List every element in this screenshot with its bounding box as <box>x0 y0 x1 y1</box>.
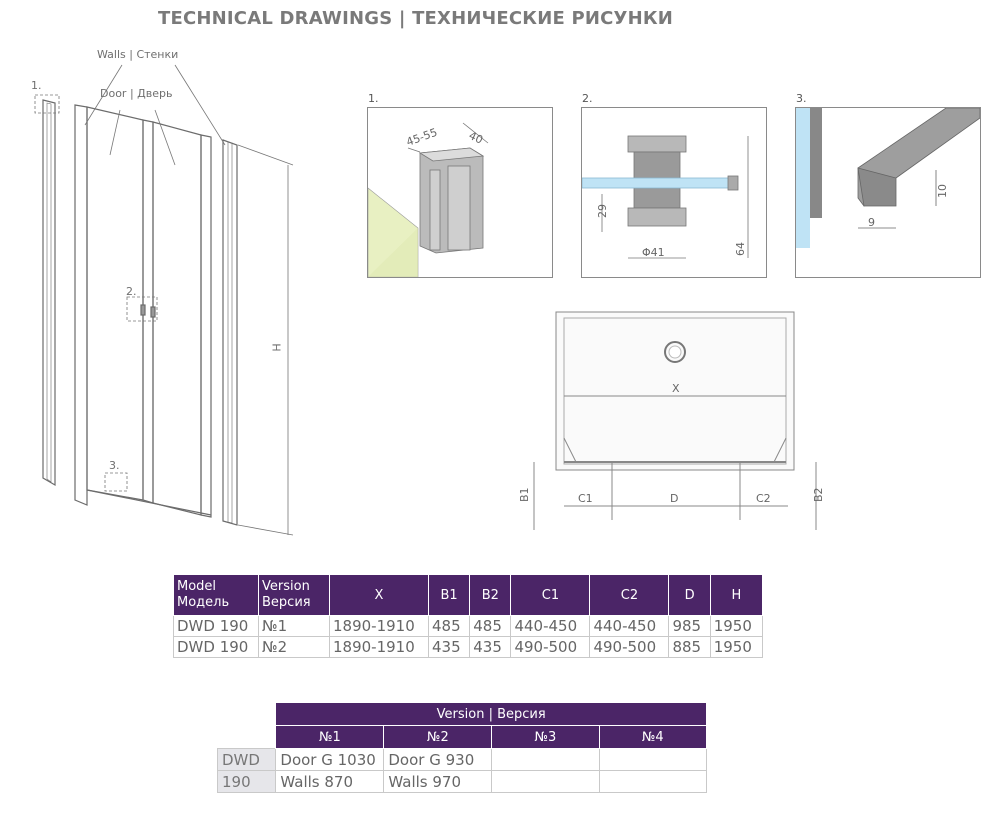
detail-3-number: 3. <box>796 92 807 105</box>
detail-2-number: 2. <box>582 92 593 105</box>
version-table-title: Version | Версия <box>275 702 707 726</box>
callout-2-label: 2. <box>126 285 137 298</box>
spec-table-header: Model Модель Version Версия X B1 B2 C1 C… <box>173 574 764 616</box>
version-cell <box>598 748 708 771</box>
callout-3-label: 3. <box>109 459 120 472</box>
plan-c1-label: C1 <box>578 492 593 505</box>
detail-1-svg: 45-55 40 <box>368 122 489 277</box>
header-model-en: Model <box>177 579 217 594</box>
cell-h: 1950 <box>709 615 764 637</box>
header-x: X <box>329 574 429 616</box>
cell-version: №1 <box>258 615 330 637</box>
plan-view-drawing: X B1 B2 C1 D C2 <box>518 310 830 535</box>
header-b2: B2 <box>469 574 512 616</box>
version-model-line2: 190 <box>216 770 277 793</box>
header-c2: C2 <box>589 574 670 616</box>
cell-c1: 440-450 <box>510 615 591 637</box>
version-cell <box>598 770 708 793</box>
cell-b1: 485 <box>427 615 471 637</box>
cell-h: 1950 <box>709 636 764 658</box>
page-title: TECHNICAL DRAWINGS | ТЕХНИЧЕСКИЕ РИСУНКИ <box>158 8 674 29</box>
version-cell: Door G 1030 <box>275 748 385 771</box>
version-cell: Door G 930 <box>383 748 493 771</box>
door-label: Door | Дверь <box>100 87 173 100</box>
header-c1: C1 <box>510 574 591 616</box>
detail-1-dim-a: 45-55 <box>405 126 439 149</box>
plan-view-svg: X B1 B2 C1 D C2 <box>518 311 825 530</box>
header-model: Model Модель <box>173 574 259 616</box>
spec-table: Model Модель Version Версия X B1 B2 C1 C… <box>173 574 764 658</box>
detail-2-dim-height: 29 <box>596 204 609 218</box>
cell-d: 985 <box>668 615 711 637</box>
header-d: D <box>668 574 711 616</box>
plan-b2-label: B2 <box>812 487 825 502</box>
walls-label: Walls | Стенки <box>97 48 179 61</box>
cell-x: 1890-1910 <box>329 636 429 658</box>
plan-x-label: X <box>672 382 680 395</box>
version-col-2: №2 <box>383 725 493 749</box>
cell-b2: 485 <box>469 615 512 637</box>
cell-c2: 490-500 <box>589 636 670 658</box>
cell-version: №2 <box>258 636 330 658</box>
table-row: DWD 190 №1 1890-1910 485 485 440-450 440… <box>173 615 764 637</box>
detail-2-dim-diameter: Φ41 <box>642 246 665 259</box>
cell-b1: 435 <box>427 636 471 658</box>
detail-3-dim-width: 9 <box>868 216 875 229</box>
detail-2-svg: 29 Φ41 64 <box>582 135 749 259</box>
version-cell: Walls 870 <box>275 770 385 793</box>
header-version: Version Версия <box>258 574 330 616</box>
cell-c2: 440-450 <box>589 615 670 637</box>
version-col-1: №1 <box>275 725 385 749</box>
callout-1-label: 1. <box>31 79 42 92</box>
version-col-3: №3 <box>491 725 600 749</box>
detail-2-dim-total: 64 <box>734 242 747 256</box>
header-model-ru: Модель <box>177 595 230 610</box>
version-model-line1: DWD <box>216 748 277 771</box>
cell-model: DWD 190 <box>173 636 259 658</box>
detail-1-dim-b: 40 <box>467 129 485 147</box>
header-version-en: Version <box>262 579 310 594</box>
version-cell <box>491 748 600 771</box>
plan-d-label: D <box>670 492 678 505</box>
version-table-spacer <box>218 726 276 749</box>
version-table-spacer <box>218 703 276 726</box>
detail-3-svg: 9 10 <box>796 108 980 248</box>
detail-1-number: 1. <box>368 92 379 105</box>
version-table-columns: №1 №2 №3 №4 <box>218 725 708 749</box>
cell-model: DWD 190 <box>173 615 259 637</box>
cell-d: 885 <box>668 636 711 658</box>
door-elevation-svg <box>34 64 294 536</box>
table-row: 190 Walls 870 Walls 970 <box>216 770 708 793</box>
cell-c1: 490-500 <box>510 636 591 658</box>
plan-b1-label: B1 <box>520 487 531 502</box>
version-col-4: №4 <box>598 725 708 749</box>
detail-1-panel: 45-55 40 <box>367 107 553 278</box>
detail-3-dim-height: 10 <box>936 184 949 198</box>
detail-2-panel: 29 Φ41 64 <box>581 107 767 278</box>
plan-c2-label: C2 <box>756 492 771 505</box>
cell-x: 1890-1910 <box>329 615 429 637</box>
header-version-ru: Версия <box>262 595 311 610</box>
version-table: Version | Версия №1 №2 №3 №4 DWD Door G … <box>216 702 708 793</box>
detail-3-panel: 9 10 <box>795 107 981 278</box>
version-table-title-row: Version | Версия <box>218 702 707 726</box>
main-front-drawing: Walls | Стенки Door | Дверь 1. 2. 3. H <box>25 45 300 545</box>
table-row: DWD Door G 1030 Door G 930 <box>216 748 708 771</box>
cell-b2: 435 <box>469 636 512 658</box>
height-label: H <box>270 343 284 352</box>
header-h: H <box>709 574 764 616</box>
version-cell <box>491 770 600 793</box>
header-b1: B1 <box>427 574 471 616</box>
version-cell: Walls 970 <box>383 770 493 793</box>
table-row: DWD 190 №2 1890-1910 435 435 490-500 490… <box>173 636 764 658</box>
